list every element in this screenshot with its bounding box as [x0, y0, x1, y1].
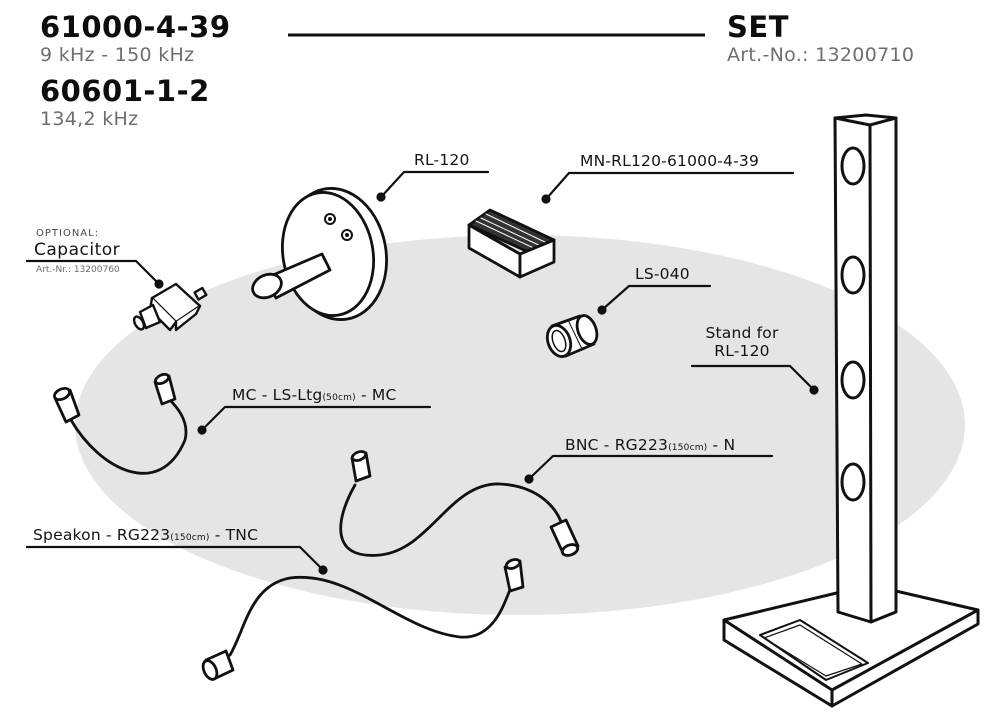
speakon-cable-label: Speakon - RG223(150cm) - TNC — [33, 526, 258, 544]
capacitor-article-number: Art.-Nr.: 13200760 — [36, 265, 120, 275]
speakon-cable-label-main: Speakon - RG223 — [33, 526, 171, 544]
leader-ls040 — [597, 284, 712, 315]
leader-mn-rl120 — [541, 171, 795, 204]
mc-cable-label-end: - MC — [355, 386, 397, 404]
speakon-cable-label-length: (150cm) — [170, 533, 210, 543]
set-article-number: Art.-No.: 13200710 — [727, 44, 915, 66]
mc-cable-icon — [53, 372, 188, 475]
capacitor-label: Capacitor — [34, 240, 121, 260]
speakon-cable-icon — [201, 558, 525, 681]
mc-cable-label-main: MC - LS-Ltg — [232, 386, 323, 404]
rl120-label: RL-120 — [414, 151, 470, 169]
bnc-cable-label: BNC - RG223(150cm) - N — [565, 436, 735, 454]
standard-2-freq: 134,2 kHz — [40, 108, 139, 130]
backdrop-ellipse — [75, 235, 965, 615]
ls040-label: LS-040 — [635, 265, 690, 283]
adapter-sleeve-icon — [545, 314, 599, 358]
antenna-disc-icon — [251, 187, 388, 321]
standard-1-range: 9 kHz - 150 kHz — [40, 44, 195, 66]
bnc-cable-icon — [339, 450, 580, 557]
leader-capacitor — [25, 259, 164, 289]
stand-label: Stand for RL-120 — [690, 324, 794, 360]
leader-bnc-cable — [524, 454, 774, 484]
leader-speakon-cable — [25, 545, 328, 575]
speakon-cable-label-end: - TNC — [209, 526, 259, 544]
capacitor-optional-tag: OPTIONAL: — [36, 228, 100, 239]
stand-label-line-1: Stand for — [705, 324, 779, 342]
leader-rl120 — [376, 170, 490, 202]
mc-cable-label-length: (50cm) — [322, 393, 356, 403]
standard-1-title: 61000-4-39 — [40, 10, 231, 44]
bnc-cable-label-end: - N — [707, 436, 736, 454]
bnc-cable-label-main: BNC - RG223 — [565, 436, 669, 454]
set-title: SET — [727, 10, 789, 44]
mn-rl120-label: MN-RL120-61000-4-39 — [580, 152, 760, 170]
stand-icon — [722, 113, 980, 708]
standard-2-title: 60601-1-2 — [40, 74, 210, 108]
mc-cable-label: MC - LS-Ltg(50cm) - MC — [232, 386, 397, 404]
stand-label-line-2: RL-120 — [714, 342, 770, 360]
capacitor-connector-icon — [132, 282, 208, 332]
matching-network-box-icon — [467, 208, 556, 279]
leader-stand — [690, 364, 819, 395]
bnc-cable-label-length: (150cm) — [668, 443, 708, 453]
leader-mc-cable — [197, 405, 432, 435]
